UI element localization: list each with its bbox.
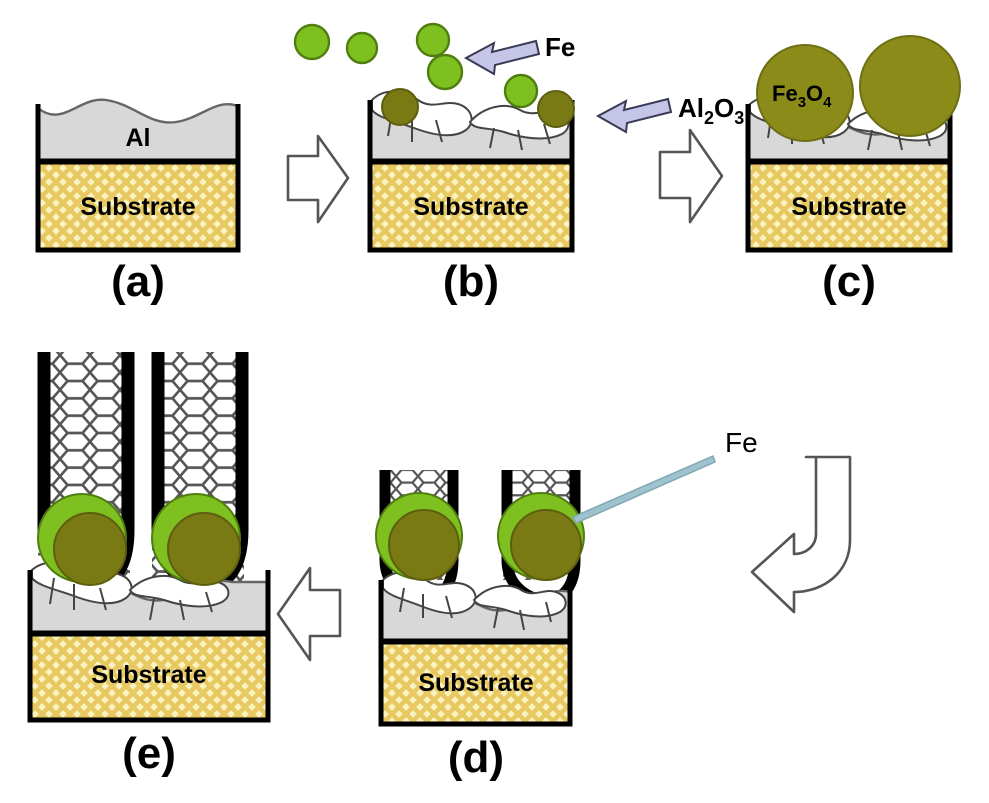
panel-a-substrate-label: Substrate (80, 193, 195, 221)
al2o3-label: Al2O3 (678, 93, 744, 128)
landed-fe-particle (381, 88, 419, 126)
fe-particle (293, 23, 331, 61)
panel-a: Al Substrate (a) (35, 98, 241, 306)
panel-c: Substrate (c) Fe3O4 (745, 35, 961, 306)
panel-c-container-walls (745, 104, 953, 250)
fe-deposition-arrow-group: Fe (463, 32, 575, 76)
fe-particle (503, 73, 539, 109)
panel-b: Substrate (b) (293, 22, 575, 306)
panel-d-alumina-crust (382, 571, 567, 618)
panel-e-catalyst-left (37, 493, 127, 586)
panel-c-label: (c) (822, 257, 876, 306)
panel-e-substrate-label: Substrate (91, 661, 206, 689)
al2o3-al: Al (678, 93, 704, 123)
panel-d-crust-ticks (399, 587, 552, 631)
fe3o4-fe: Fe (772, 81, 798, 106)
panel-e-crust-ticks (49, 577, 213, 621)
panel-e: Substrate (e) (27, 352, 271, 778)
panel-a-al-layer (38, 99, 238, 160)
fe3o4-sub3: 3 (798, 94, 806, 111)
panel-a-container-walls (35, 104, 241, 250)
fe-leader-line (571, 454, 716, 524)
fe3o4-o: O (806, 81, 823, 106)
flow-arrow-c-to-d (750, 455, 852, 614)
fe3o4-nanoparticle (756, 44, 854, 142)
panel-b-substrate-label: Substrate (413, 193, 528, 221)
panel-d-catalyst-right (497, 492, 585, 581)
fe3o4-sub4: 4 (823, 94, 832, 111)
fe-particle (426, 53, 464, 91)
fe-deposition-label: Fe (545, 32, 575, 62)
al2o3-o: O (714, 93, 734, 123)
fe3o4-nanoparticle (859, 35, 961, 137)
fe-leader-annotation: Fe (571, 427, 758, 524)
panel-e-label: (e) (122, 729, 176, 778)
panel-e-container-walls (27, 570, 271, 720)
panel-a-al-surface-wave (37, 98, 239, 124)
panel-e-catalyst-right (151, 493, 241, 586)
al2o3-arrow-group: Al2O3 (595, 93, 744, 134)
panel-d: Substrate (d) (375, 470, 585, 782)
panel-c-substrate-label: Substrate (791, 193, 906, 221)
fe-particle (415, 22, 451, 58)
flow-arrow-a-to-b (286, 134, 350, 224)
fe-leader-label: Fe (725, 427, 758, 458)
fe-particle (345, 31, 379, 65)
panel-d-substrate-label: Substrate (418, 669, 533, 697)
al2o3-sub2: 2 (704, 108, 714, 128)
panel-d-container-walls (378, 580, 573, 724)
panel-d-catalyst-left (375, 492, 463, 581)
fe-deposition-arrow (463, 39, 541, 76)
landed-fe-particle (537, 90, 575, 128)
al2o3-sub3: 3 (734, 108, 744, 128)
fe3o4-label: Fe3O4 (772, 81, 832, 111)
flow-arrow-d-to-e (276, 566, 342, 662)
al2o3-arrow (595, 97, 673, 134)
panel-a-al-label: Al (126, 124, 151, 152)
panel-b-label: (b) (443, 257, 499, 306)
flow-arrow-b-to-c (658, 128, 724, 224)
panel-b-container-walls (367, 100, 575, 250)
fe-particle-cloud (293, 22, 539, 109)
panel-a-label: (a) (111, 257, 165, 306)
panel-d-label: (d) (448, 733, 504, 782)
